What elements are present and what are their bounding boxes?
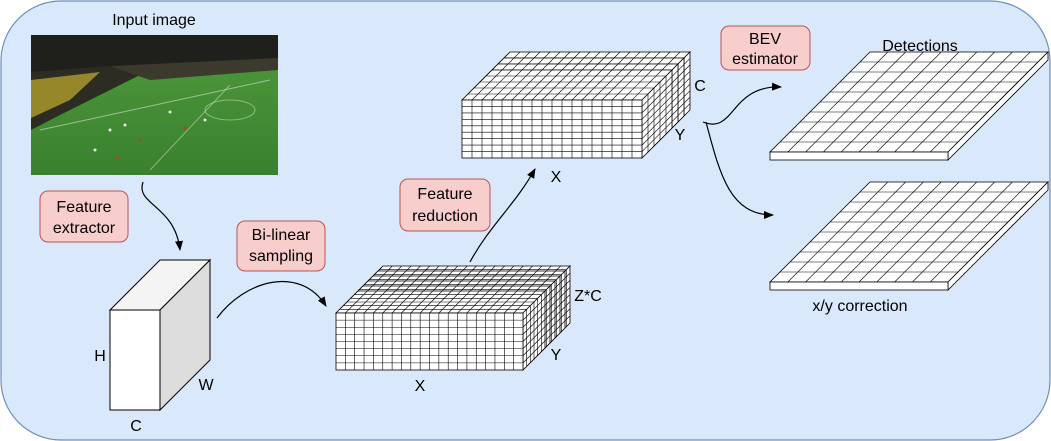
feature-reduction-label-2: reduction [412,208,478,225]
bilinear-sampling-label-2: sampling [249,248,313,265]
bev-estimator-label-2: estimator [732,51,798,68]
detections-grid [769,51,1049,161]
dim-c2-label: C [694,78,706,95]
feature-cube [108,258,212,412]
xy-correction-grid [769,181,1049,291]
dim-zc-label: Z*C [574,288,602,305]
input-image [31,35,278,175]
input-image-label: Input image [112,12,196,29]
bev-volume-grid [335,265,571,371]
dim-x-label: X [415,378,426,395]
arrow-image-to-features [141,181,183,251]
dim-y-label: Y [551,347,562,364]
arrow-to-detections [702,82,782,125]
arrow-features-to-volume [216,281,327,319]
dim-w-label: W [198,377,214,394]
xy-correction-label: x/y correction [812,298,907,315]
arrow-volume-to-reduced [469,168,536,263]
dim-c-label: C [130,418,142,435]
feature-extractor-box [39,190,129,243]
feature-extractor-label-1: Feature [56,199,111,216]
reduced-feature-grid [461,51,691,159]
detections-label: Detections [882,38,958,55]
arrow-to-xy-correction [705,121,774,219]
feature-reduction-box [399,178,491,232]
bev-estimator-label-1: BEV [749,31,781,48]
feature-extractor-label-2: extractor [53,220,116,237]
feature-reduction-label-1: Feature [417,186,472,203]
bilinear-sampling-box [236,220,326,272]
bilinear-sampling-label-1: Bi-linear [252,227,311,244]
dim-x2-label: X [551,169,562,186]
dim-h-label: H [94,348,106,365]
dim-y2-label: Y [675,127,686,144]
bev-estimator-box [720,25,811,71]
